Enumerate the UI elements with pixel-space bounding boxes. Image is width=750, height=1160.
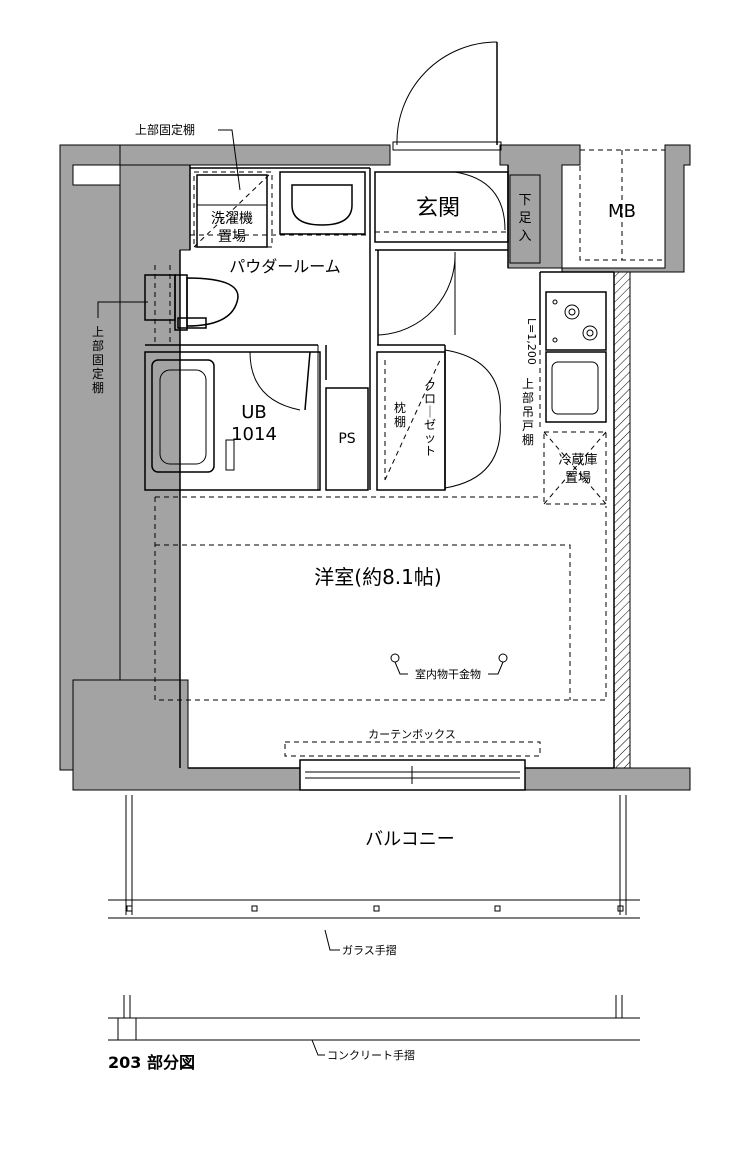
pipe-space-label: PS [338,431,355,447]
washer-space-label-2: 置場 [218,229,246,245]
washer-space-label-1: 洗濯機 [211,211,253,227]
closet-label: クロ｜ゼット [424,379,436,458]
fridge-space-label-2: 置場 [565,471,591,486]
shoe-box-label-1: 下 [518,193,531,208]
shoe-box-label-3: 入 [518,229,531,244]
leader-lines [97,129,340,1056]
fridge-space-label-1: 冷蔵庫 [558,453,597,468]
curtain-box-label: カーテンボックス [368,728,456,741]
doors [249,41,666,489]
labels: 上部固定棚 洗濯機 置場 玄関 下 足 入 MB パウダールーム L=1,200… [108,122,636,1072]
upper-fixed-shelf-top-label: 上部固定棚 [135,122,195,137]
fixtures [144,171,598,675]
glass-railing-label: ガラス手摺 [342,943,397,957]
meter-box-label: MB [608,201,636,222]
pillow-shelf-label: 枕棚 [394,400,406,429]
drying-hardware-label: 室内物干金物 [415,667,481,681]
balcony-structure [108,795,640,1041]
upper-hanging-cabinet-label: 上部吊戸棚 [522,377,534,447]
kitchen-dimension-label: L=1,200 [525,318,538,365]
unit-bath-label-1: UB [241,402,267,423]
western-room-label: 洋室(約8.1帖) [314,565,441,589]
concrete-railing-label: コンクリート手摺 [327,1048,415,1062]
balcony-label: バルコニー [365,829,455,850]
vertical-labels: 上部固定棚 上部吊戸棚 枕棚 クロ｜ゼット [92,325,534,458]
shoe-box-label-2: 足 [518,211,531,226]
upper-fixed-shelf-left-label: 上部固定棚 [92,325,104,395]
unit-bath-label-2: 1014 [231,424,277,445]
interior-partitions [144,165,615,791]
powder-room-label: パウダールーム [229,257,341,276]
structural-walls [59,144,691,791]
caption-label: 203 部分図 [108,1053,195,1072]
entrance-label: 玄関 [416,196,460,221]
